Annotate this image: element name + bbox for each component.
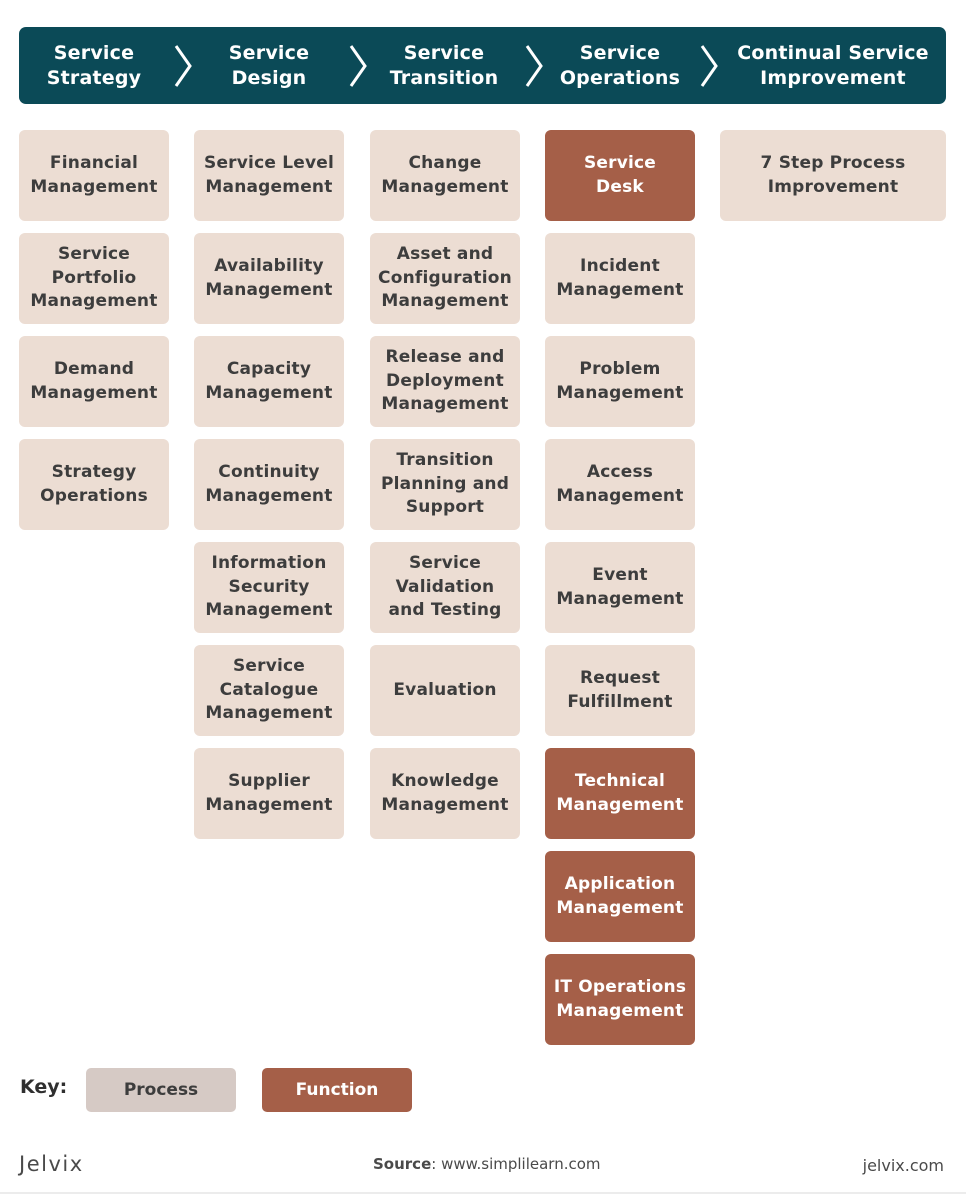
design-process-box: Supplier Management (194, 748, 344, 839)
stage-continual-service-improvement: Continual Service Improvement (737, 41, 929, 89)
transition-process-box: Evaluation (370, 645, 520, 736)
strategy-process-box: Service Portfolio Management (19, 233, 169, 324)
strategy-process-box: Demand Management (19, 336, 169, 427)
operations-process-box: Event Management (545, 542, 695, 633)
operations-function-box: Application Management (545, 851, 695, 942)
strategy-process-box: Financial Management (19, 130, 169, 221)
strategy-process-box: Strategy Operations (19, 439, 169, 530)
chevron-right-icon (525, 45, 543, 87)
operations-process-box: Problem Management (545, 336, 695, 427)
stage-service-design: Service Design (228, 41, 310, 89)
brand-logo: Jelvix (19, 1152, 84, 1176)
footer-divider (0, 1192, 966, 1194)
operations-function-box: IT Operations Management (545, 954, 695, 1045)
design-process-box: Capacity Management (194, 336, 344, 427)
operations-function-box: Service Desk (545, 130, 695, 221)
design-process-box: Availability Management (194, 233, 344, 324)
transition-process-box: Transition Planning and Support (370, 439, 520, 530)
stage-service-strategy: Service Strategy (46, 41, 142, 89)
source-credit: Source: www.simplilearn.com (373, 1155, 601, 1173)
transition-process-box: Asset and Configuration Management (370, 233, 520, 324)
csi-process-box: 7 Step Process Improvement (720, 130, 946, 221)
chevron-right-icon (349, 45, 367, 87)
operations-process-box: Incident Management (545, 233, 695, 324)
key-function-swatch: Function (262, 1068, 412, 1112)
key-process-swatch: Process (86, 1068, 236, 1112)
operations-process-box: Request Fulfillment (545, 645, 695, 736)
operations-function-box: Technical Management (545, 748, 695, 839)
design-process-box: Information Security Management (194, 542, 344, 633)
lifecycle-header: Service Strategy Service Design Service … (19, 27, 946, 104)
design-process-box: Service Catalogue Management (194, 645, 344, 736)
transition-process-box: Knowledge Management (370, 748, 520, 839)
site-url: jelvix.com (862, 1156, 944, 1175)
key-label: Key: (20, 1076, 68, 1098)
transition-process-box: Change Management (370, 130, 520, 221)
design-process-box: Continuity Management (194, 439, 344, 530)
stage-service-transition: Service Transition (389, 41, 499, 89)
transition-process-box: Release and Deployment Management (370, 336, 520, 427)
chevron-right-icon (700, 45, 718, 87)
source-url: : www.simplilearn.com (431, 1155, 601, 1173)
operations-process-box: Access Management (545, 439, 695, 530)
source-label: Source (373, 1155, 432, 1173)
transition-process-box: Service Validation and Testing (370, 542, 520, 633)
design-process-box: Service Level Management (194, 130, 344, 221)
chevron-right-icon (174, 45, 192, 87)
stage-service-operations: Service Operations (559, 41, 681, 89)
